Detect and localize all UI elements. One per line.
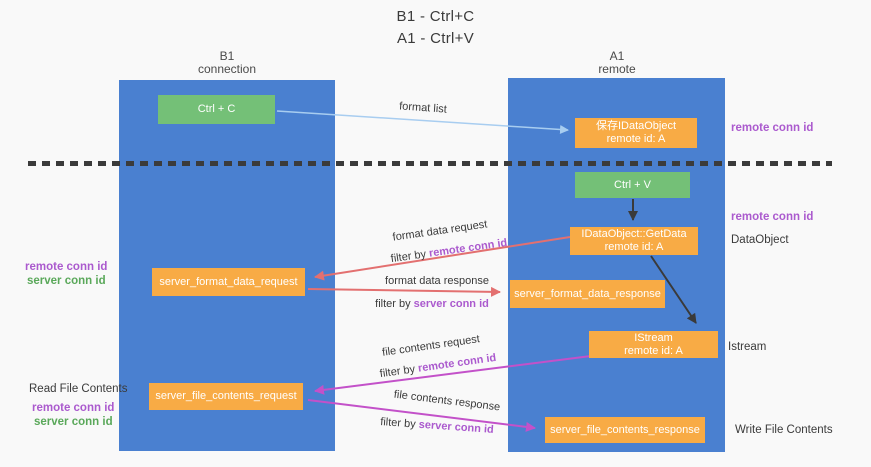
format-data-response-label: format data response xyxy=(385,275,489,287)
annotation-remote-conn-id-left1: remote conn id xyxy=(25,261,108,273)
save-idataobject-box: 保存IDataObject remote id: A xyxy=(575,118,697,148)
annotation-server-conn-id-left2: server conn id xyxy=(34,416,113,428)
server-format-data-request-label: server_format_data_request xyxy=(159,275,298,288)
lifeline-right-header: A1 remote xyxy=(537,50,697,76)
lifeline-left-role: connection xyxy=(197,62,257,76)
annotation-server-conn-id-left1: server conn id xyxy=(27,275,106,287)
annotation-remote-conn-id-top: remote conn id xyxy=(731,122,814,134)
lifeline-left-header: B1 connection xyxy=(147,50,307,76)
filter-by-text: filter by xyxy=(375,298,414,310)
lifeline-right-name: A1 xyxy=(609,49,625,63)
server-format-data-response-label: server_format_data_response xyxy=(514,287,661,300)
lifeline-left-name: B1 xyxy=(219,49,235,63)
format-data-request-arrow xyxy=(314,236,571,281)
lifeline-right-role: remote xyxy=(598,62,636,76)
server-file-contents-request-box: server_file_contents_request xyxy=(149,383,303,410)
server-conn-id-text: server conn id xyxy=(413,298,489,310)
ctrl-c-box: Ctrl + C xyxy=(158,95,275,124)
annotation-remote-conn-id-left2: remote conn id xyxy=(32,402,115,414)
annotation-dataobject: DataObject xyxy=(731,234,789,246)
istream-box: IStream remote id: A xyxy=(589,331,718,358)
istream-line2: remote id: A xyxy=(624,344,683,357)
server-file-contents-response-label: server_file_contents_response xyxy=(550,423,700,436)
getdata-line1: IDataObject::GetData xyxy=(581,228,687,240)
server-file-contents-request-label: server_file_contents_request xyxy=(155,390,297,402)
istream-line1: IStream xyxy=(634,331,673,344)
annotation-remote-conn-id-mid: remote conn id xyxy=(731,211,814,223)
getdata-to-istream-arrow xyxy=(650,255,697,324)
format-data-response-arrow xyxy=(307,286,501,297)
server-file-contents-response-box: server_file_contents_response xyxy=(545,417,705,443)
getdata-box: IDataObject::GetData remote id: A xyxy=(570,227,698,255)
phase-separator-dashed-line xyxy=(28,161,832,166)
getdata-line2: remote id: A xyxy=(604,241,664,253)
ctrl-c-label: Ctrl + C xyxy=(197,103,236,115)
server-format-data-response-box: server_format_data_response xyxy=(510,280,665,308)
format-list-arrow xyxy=(276,110,569,134)
annotation-write-file-contents: Write File Contents xyxy=(735,424,833,436)
file-contents-request-arrow xyxy=(314,355,592,395)
ctrl-v-box: Ctrl + V xyxy=(575,172,690,198)
filter-server-1-label: filter by server conn id xyxy=(375,298,489,310)
file-contents-response-arrow xyxy=(307,399,536,432)
title-line-2: A1 - Ctrl+V xyxy=(396,30,475,47)
title-line-1: B1 - Ctrl+C xyxy=(396,8,475,25)
annotation-istream: Istream xyxy=(728,341,767,353)
ctrl-v-label: Ctrl + V xyxy=(614,178,651,191)
annotation-read-file-contents: Read File Contents xyxy=(29,383,128,395)
server-format-data-request-box: server_format_data_request xyxy=(152,268,305,296)
save-idataobject-line2: remote id: A xyxy=(606,133,666,145)
save-idataobject-line1: 保存IDataObject xyxy=(595,120,677,132)
